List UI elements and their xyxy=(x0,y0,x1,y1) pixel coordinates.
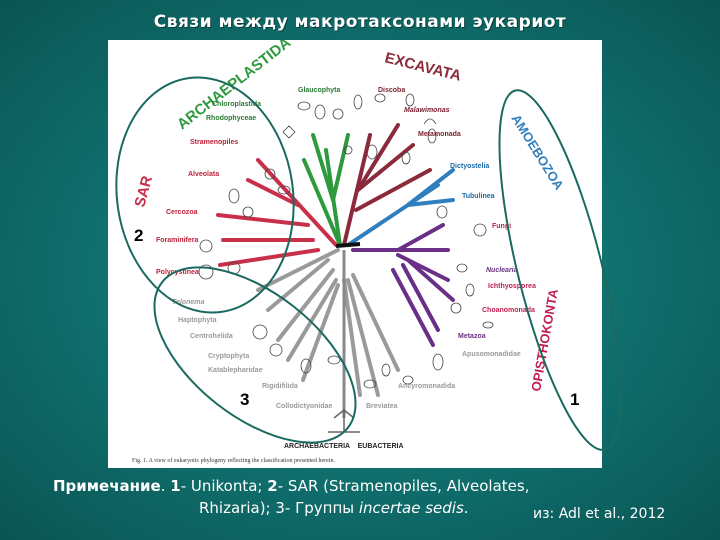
note-incertae: incertae sedis xyxy=(359,499,464,517)
branches-opisthokonta xyxy=(353,225,453,345)
taxon-telonema: Telonema xyxy=(172,299,205,306)
note-num-1: 1 xyxy=(170,477,180,495)
root-base xyxy=(328,410,360,432)
taxon-rigidifilida: Rigidifilida xyxy=(262,383,298,390)
taxon-malawimonas: Malawimonas xyxy=(404,107,450,114)
note-num-2: 2 xyxy=(267,477,277,495)
taxon-choanomonada: Choanomonada xyxy=(482,307,535,314)
taxon-cercozoa: Cercozoa xyxy=(166,209,198,216)
taxon-metamonada: Metamonada xyxy=(418,131,461,138)
taxon-tubulinea: Tubulinea xyxy=(462,193,495,200)
marker-3: 3 xyxy=(240,390,249,410)
note-text-2: - SAR (Stramenopiles, Alveolates, xyxy=(278,477,530,495)
taxon-chloroplastida: Chloroplastida xyxy=(212,101,261,108)
label-sar: SAR xyxy=(131,174,156,209)
taxon-foraminifera: Foraminifera xyxy=(156,237,199,244)
taxon-cryptophyta: Cryptophyta xyxy=(208,353,249,360)
taxon-alveolata: Alveolata xyxy=(188,171,219,178)
branches-incertae xyxy=(258,250,398,395)
citation: из: Adl et al., 2012 xyxy=(533,506,665,522)
root-label: ARCHAEBACTERIA EUBACTERIA xyxy=(284,443,404,450)
figure-caption: Fig. 1. A view of eukaryotic phylogeny r… xyxy=(132,457,335,464)
taxon-stramenopiles: Stramenopiles xyxy=(190,139,238,146)
note-line-1: Примечание. 1- Unikonta; 2- SAR (Stramen… xyxy=(53,475,693,497)
label-amoebozoa: AMOEBOZOA xyxy=(508,112,567,193)
phylogeny-tree: ARCHAEPLASTIDA EXCAVATA AMOEBOZOA OPISTH… xyxy=(108,40,602,468)
taxon-haptophyta: Haptophyta xyxy=(178,317,217,324)
taxon-dictyostelia: Dictyostelia xyxy=(450,163,489,170)
taxon-collodictyonidae: Collodictyonidae xyxy=(276,403,333,410)
taxon-katablepharidae: Katablepharidae xyxy=(208,367,263,374)
taxon-glaucophyta: Glaucophyta xyxy=(298,87,341,94)
taxon-ichthyosporea: Ichthyosporea xyxy=(488,283,536,290)
taxon-discoba: Discoba xyxy=(378,87,405,94)
taxon-rhodophyceae: Rhodophyceae xyxy=(206,115,256,122)
note-sep: . xyxy=(161,477,171,495)
root-node xyxy=(336,244,360,246)
slide-title: Связи между макротаксонами эукариот xyxy=(0,12,720,32)
taxon-nuclearia: Nuclearia xyxy=(486,267,518,274)
marker-1: 1 xyxy=(570,390,579,410)
label-opisthokonta: OPISTHOKONTA xyxy=(528,287,561,392)
branches-sar xyxy=(218,160,336,265)
taxon-metazoa: Metazoa xyxy=(458,333,486,340)
label-excavata: EXCAVATA xyxy=(383,49,463,84)
note-text-3: Rhizaria); 3- Группы xyxy=(199,499,359,517)
taxon-centrohelida: Centrohelida xyxy=(190,333,233,340)
taxon-ancyromonadida: Ancyromonadida xyxy=(398,383,455,390)
branches-excavata xyxy=(344,125,430,245)
taxon-apusomonadidae: Apusomonadidae xyxy=(462,351,521,358)
taxon-fungi: Fungi xyxy=(492,223,511,230)
marker-2: 2 xyxy=(134,226,143,246)
taxon-breviatea: Breviatea xyxy=(366,403,398,410)
taxon-polycystinea: Polycystinea xyxy=(156,269,199,276)
phylogeny-figure: ARCHAEPLASTIDA EXCAVATA AMOEBOZOA OPISTH… xyxy=(108,40,602,468)
note-prefix: Примечание xyxy=(53,477,161,495)
note-text-1: - Unikonta; xyxy=(181,477,268,495)
note-end: . xyxy=(464,499,469,517)
branches-archaeplastida xyxy=(304,135,348,245)
